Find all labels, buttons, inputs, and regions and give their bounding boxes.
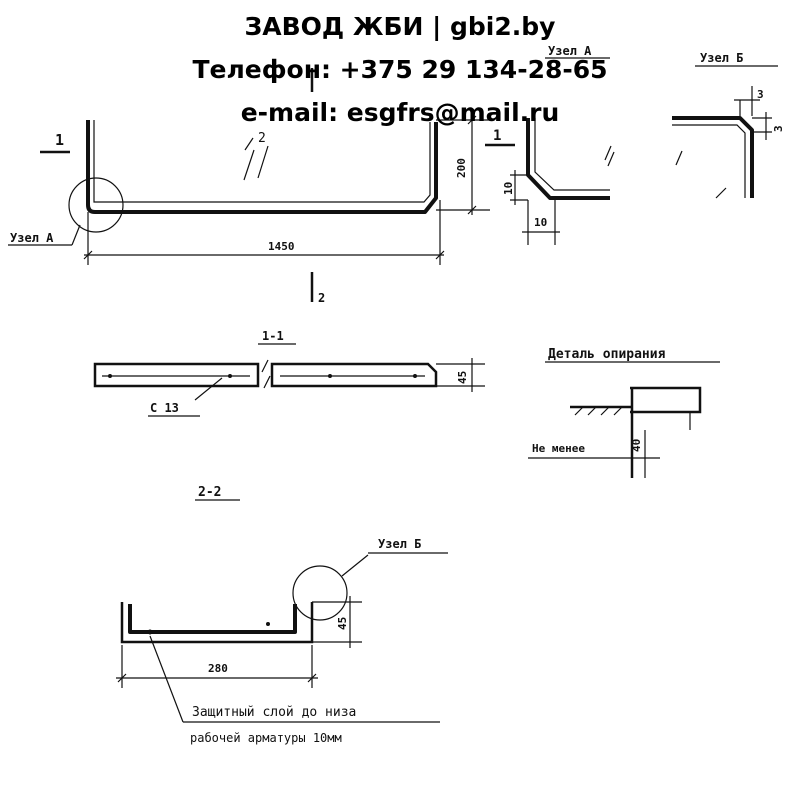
note-line-1: Защитный слой до низа [192, 705, 356, 720]
section-1-1-right-part [270, 362, 438, 388]
header-phone: Телефон: +375 29 134-28-65 [192, 55, 608, 84]
header-email: e-mail: esgfrs@mail.ru [240, 98, 560, 127]
note-leader [149, 635, 184, 723]
section-2-2-outline [120, 602, 314, 644]
section-2-2-rebar [128, 604, 297, 634]
section-1-1: 1-1 С 13 45 [93, 329, 485, 417]
section-mark-2-lower: 2 [318, 291, 325, 305]
node-b-label: Узел Б [378, 537, 421, 551]
support-detail: Деталь опирания Не менее 40 [528, 347, 720, 478]
dim-length: 1450 [268, 240, 295, 253]
node-b-top-label: Узел Б [700, 51, 743, 65]
rebar-label: С 13 [150, 401, 179, 415]
node-b-circle [292, 565, 348, 621]
dim-45: 45 [456, 371, 469, 384]
plan-view: 1 2 Узел А 1450 200 2 [8, 68, 490, 305]
dim-3-side: 3 [772, 125, 785, 132]
dim-10-vertical: 10 [502, 182, 515, 195]
node-a-detail: Узел А 1 10 10 [485, 44, 615, 245]
dim-10-horizontal: 10 [534, 216, 547, 229]
section-2-2-label: 2-2 [198, 485, 221, 500]
node-a-circle [68, 177, 124, 233]
node-b-outline [672, 116, 754, 198]
break-marks [243, 137, 269, 181]
dim-height: 200 [455, 158, 468, 178]
not-less-label: Не менее [532, 442, 585, 455]
section-1-1-label: 1-1 [262, 329, 284, 343]
node-a-outline [526, 118, 610, 200]
node-a-label: Узел А [10, 231, 54, 245]
dim-40: 40 [630, 439, 643, 452]
section-2-2: 2-2 Узел Б 45 280 Защитный слой до низа … [116, 485, 448, 745]
section-1-1-left-part [93, 362, 260, 388]
dim-45-section: 45 [336, 617, 349, 630]
support-slab-end [630, 386, 702, 414]
node-b-detail: Узел Б 3 3 [672, 51, 785, 199]
section-mark-1-right: 1 [493, 128, 501, 144]
support-detail-label: Деталь опирания [548, 347, 666, 362]
dim-280: 280 [208, 662, 228, 675]
plan-outline [86, 120, 438, 214]
plan-inner-line [93, 120, 431, 203]
note-line-2: рабочей арматуры 10мм [190, 731, 342, 745]
header-company: ЗАВОД ЖБИ | gbi2.by [244, 12, 556, 41]
section-mark-2-top: 2 [258, 131, 266, 146]
rebar-leader [194, 377, 223, 401]
section-mark-1-left: 1 [55, 131, 64, 149]
dim-3-top: 3 [757, 88, 764, 101]
node-a-top-label: Узел А [548, 44, 592, 58]
